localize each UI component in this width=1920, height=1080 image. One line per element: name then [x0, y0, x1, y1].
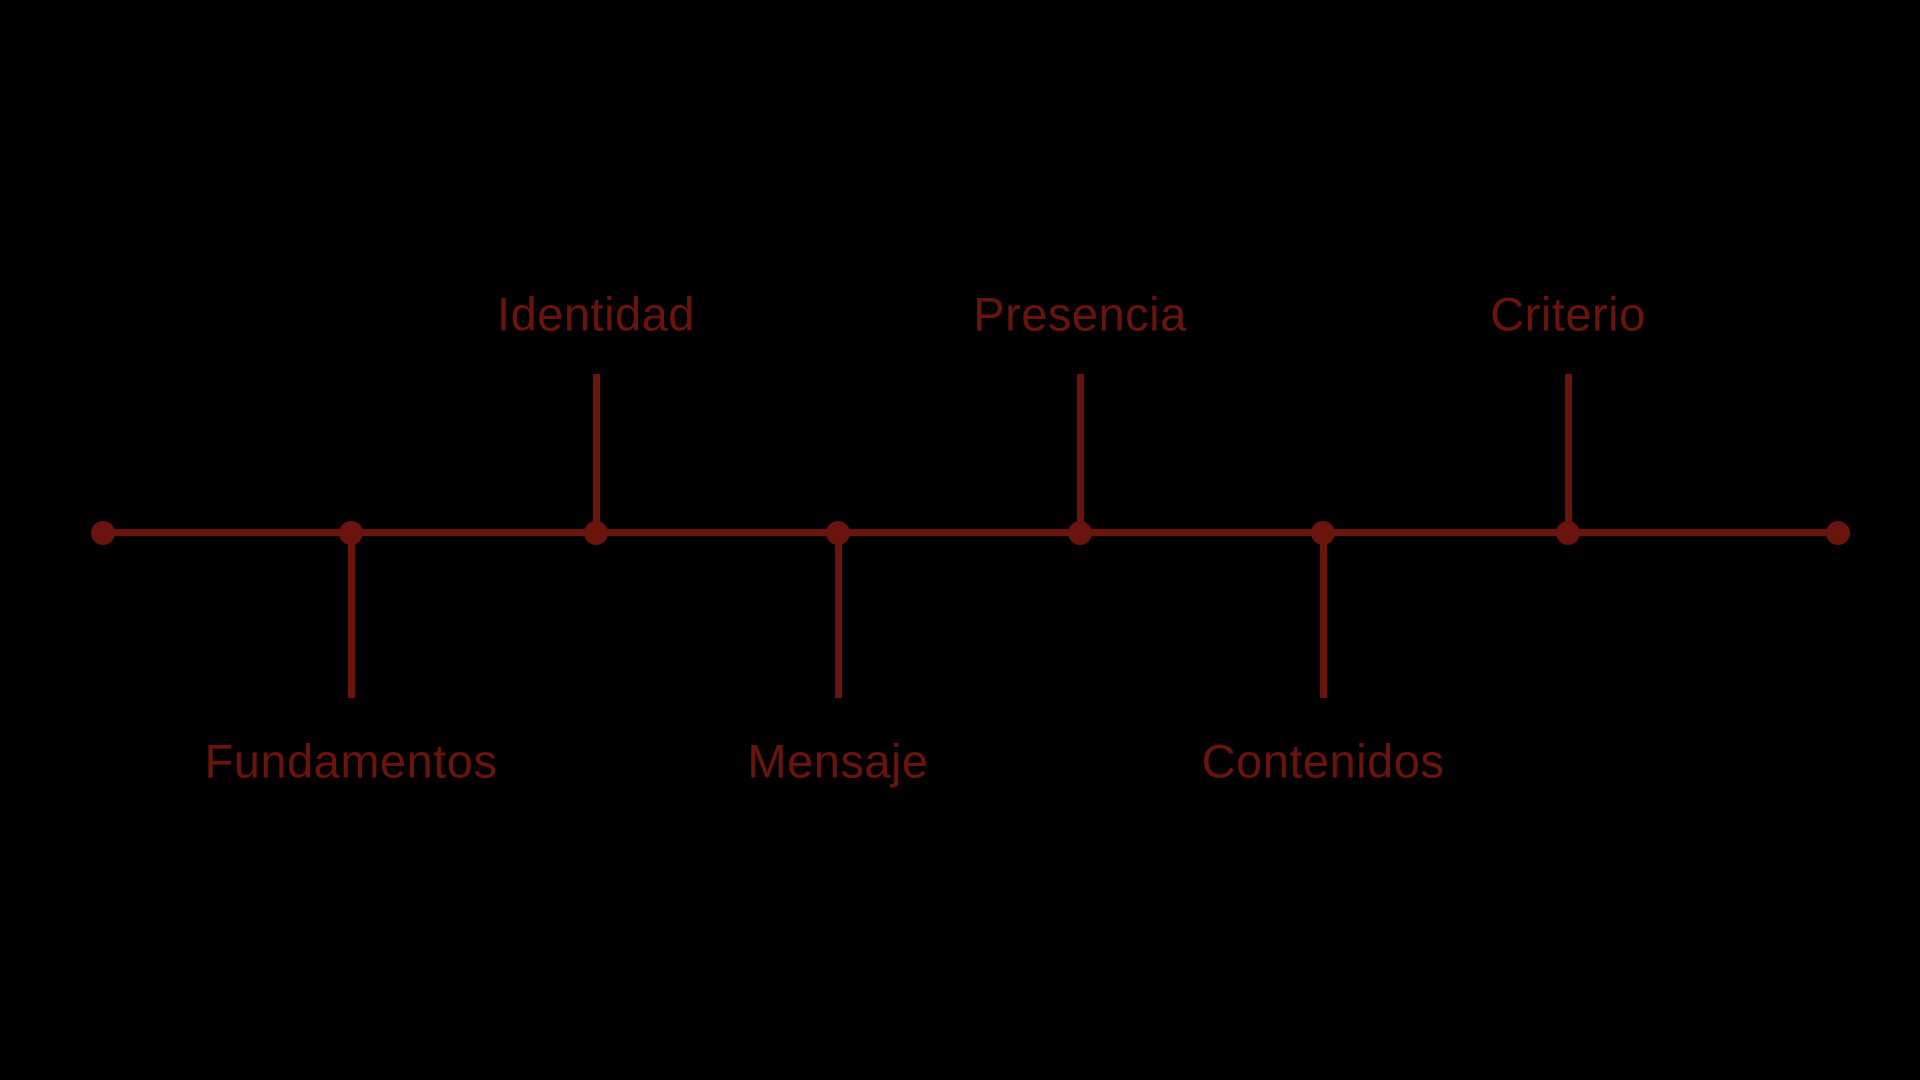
milestone-connector-line — [1564, 374, 1572, 533]
milestone-connector-line — [347, 533, 355, 698]
milestone-label: Identidad — [497, 287, 695, 341]
milestone-connector-line — [834, 533, 842, 698]
milestone-dot — [1311, 521, 1335, 545]
milestone-label: Fundamentos — [204, 734, 498, 788]
milestone-label: Presencia — [973, 287, 1187, 341]
timeline-endpoint-right-dot — [1826, 521, 1850, 545]
milestone-label: Contenidos — [1201, 734, 1445, 788]
milestone-dot — [1556, 521, 1580, 545]
milestone-label: Mensaje — [747, 734, 929, 788]
milestone-dot — [826, 521, 850, 545]
milestone-dot — [339, 521, 363, 545]
milestone-dot — [1068, 521, 1092, 545]
milestone-label: Criterio — [1490, 287, 1646, 341]
milestone-connector-line — [1076, 374, 1084, 533]
timeline-axis-line — [103, 529, 1838, 536]
milestone-dot — [584, 521, 608, 545]
milestone-connector-line — [1319, 533, 1327, 698]
milestone-connector-line — [592, 374, 600, 533]
timeline-endpoint-left-dot — [91, 521, 115, 545]
